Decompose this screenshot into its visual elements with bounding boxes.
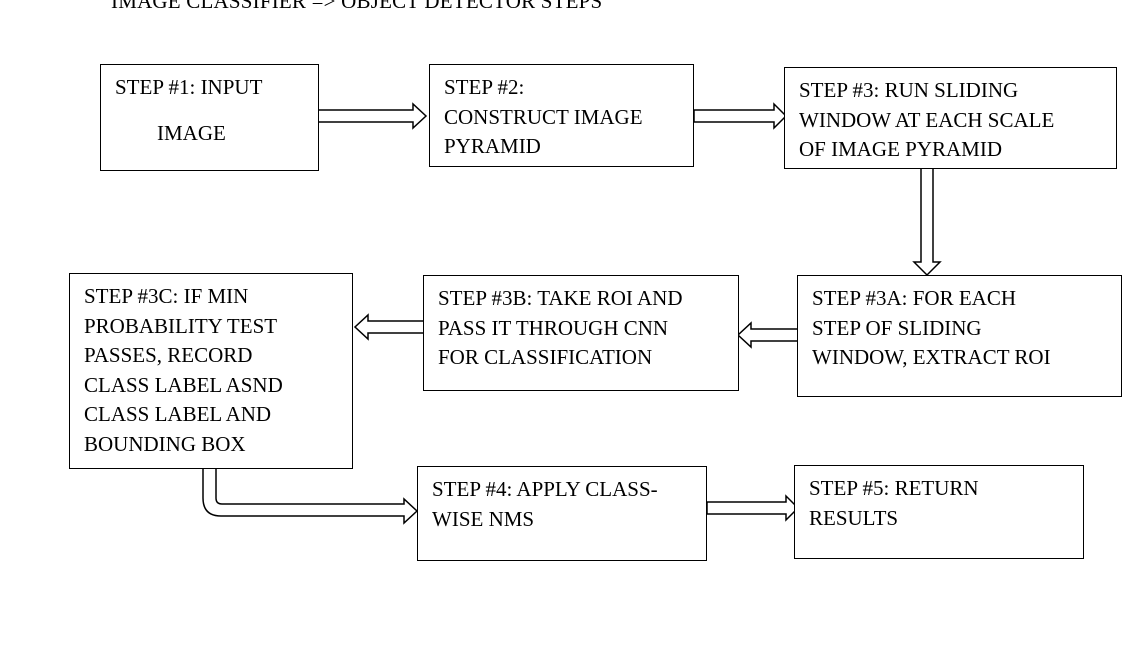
arrow-step4-to-step5 bbox=[706, 494, 800, 522]
arrow-step1-to-step2 bbox=[317, 102, 428, 130]
step-4-box: STEP #4: APPLY CLASS- WISE NMS bbox=[417, 466, 707, 561]
step-3a-line-1: STEP #3A: FOR EACH bbox=[812, 286, 1017, 310]
step-3a-box: STEP #3A: FOR EACH STEP OF SLIDING WINDO… bbox=[797, 275, 1122, 397]
arrow-step3-to-step3a bbox=[912, 167, 942, 277]
step-5-box: STEP #5: RETURN RESULTS bbox=[794, 465, 1084, 559]
step-4-line-2: WISE NMS bbox=[432, 506, 535, 531]
step-3b-line-3: FOR CLASSIFICATION bbox=[438, 345, 653, 369]
arrow-step3a-to-step3b bbox=[736, 321, 799, 349]
step-3-box: STEP #3: RUN SLIDING WINDOW AT EACH SCAL… bbox=[784, 67, 1117, 169]
arrow-step3c-to-step4 bbox=[202, 467, 419, 525]
step-3-line-2: WINDOW AT EACH SCALE bbox=[799, 107, 1055, 132]
step-3a-line-2: STEP OF SLIDING bbox=[812, 315, 982, 340]
step-3c-line-1: STEP #3C: IF MIN bbox=[84, 284, 249, 308]
step-1-line-1: STEP #1: INPUT bbox=[115, 75, 263, 99]
step-1-line-2: IMAGE bbox=[157, 120, 226, 145]
step-3-line-1: STEP #3: RUN SLIDING bbox=[799, 78, 1019, 102]
step-3c-line-5: CLASS LABEL AND bbox=[84, 402, 272, 426]
step-1-box: STEP #1: INPUT IMAGE bbox=[100, 64, 319, 171]
step-4-line-1: STEP #4: APPLY CLASS- bbox=[432, 477, 658, 501]
step-3a-line-3: WINDOW, EXTRACT ROI bbox=[812, 345, 1051, 369]
arrow-step2-to-step3 bbox=[693, 102, 788, 130]
step-3b-line-1: STEP #3B: TAKE ROI AND bbox=[438, 286, 683, 310]
step-2-line-3: PYRAMID bbox=[444, 134, 541, 158]
step-3b-box: STEP #3B: TAKE ROI AND PASS IT THROUGH C… bbox=[423, 275, 739, 391]
step-3b-line-2: PASS IT THROUGH CNN bbox=[438, 315, 669, 340]
step-2-box: STEP #2: CONSTRUCT IMAGE PYRAMID bbox=[429, 64, 694, 167]
step-3c-line-6: BOUNDING BOX bbox=[84, 431, 246, 456]
step-5-line-1: STEP #5: RETURN bbox=[809, 476, 979, 500]
step-3c-line-4: CLASS LABEL ASND bbox=[84, 372, 283, 397]
step-3c-line-3: PASSES, RECORD bbox=[84, 343, 253, 367]
step-3c-box: STEP #3C: IF MIN PROBABILITY TEST PASSES… bbox=[69, 273, 353, 469]
step-2-line-1: STEP #2: bbox=[444, 75, 525, 99]
arrow-step3b-to-step3c bbox=[353, 313, 425, 341]
step-3c-line-2: PROBABILITY TEST bbox=[84, 313, 278, 338]
diagram-title: IMAGE CLASSIFIER => OBJECT DETECTOR STEP… bbox=[111, 0, 603, 13]
step-2-line-2: CONSTRUCT IMAGE bbox=[444, 104, 643, 129]
step-3-line-3: OF IMAGE PYRAMID bbox=[799, 137, 1003, 161]
step-5-line-2: RESULTS bbox=[809, 505, 899, 530]
